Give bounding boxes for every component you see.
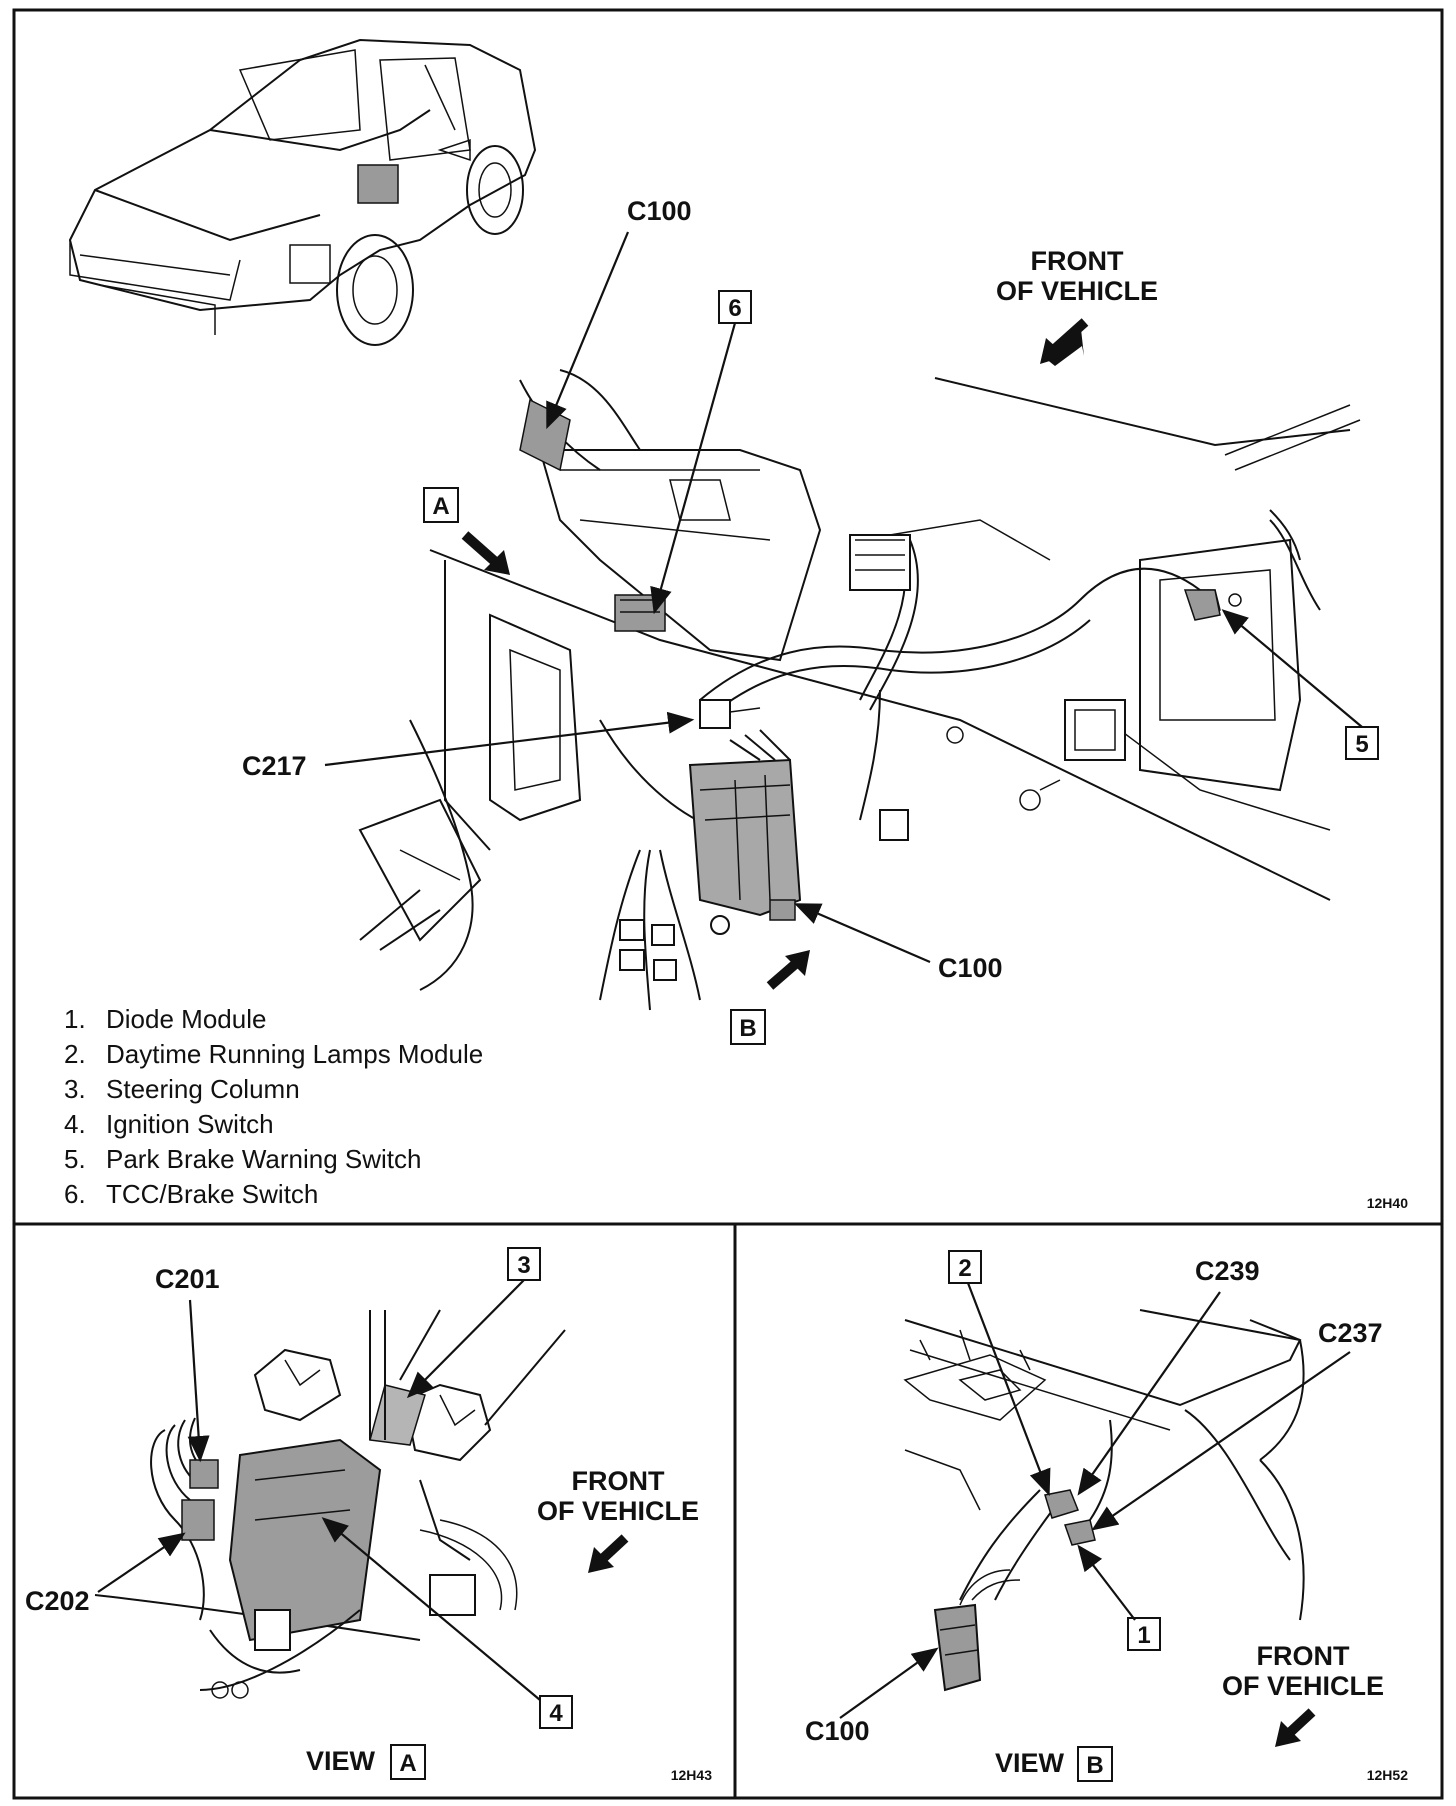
wiring-harness — [599, 534, 1221, 1011]
view-a-figure-code: 12H43 — [671, 1767, 712, 1783]
callout-4-leader — [321, 1517, 541, 1701]
callout-2: 2 — [948, 1250, 982, 1284]
callout-a: A — [423, 487, 459, 523]
c100-top-label: C100 — [627, 196, 692, 226]
callout-6: 6 — [718, 290, 752, 324]
legend: 1. Diode Module 2. Daytime Running Lamps… — [64, 1004, 483, 1209]
legend-num-5: 5. — [64, 1144, 86, 1174]
callout-1: 1 — [1127, 1617, 1161, 1651]
callout-3-leader — [406, 1279, 525, 1399]
callout-5-number: 5 — [1355, 731, 1368, 758]
park-brake-switch — [1183, 589, 1242, 621]
arrow-down-left-icon — [1040, 318, 1089, 366]
callout-1-leader — [1077, 1544, 1136, 1621]
legend-item-3: Steering Column — [106, 1074, 300, 1104]
callout-2-number: 2 — [958, 1255, 971, 1282]
view-a-word: VIEW — [306, 1746, 376, 1776]
callout-3-number: 3 — [517, 1252, 530, 1279]
c100-bottom-label: C100 — [938, 953, 1003, 983]
arrow-down-right-icon — [461, 531, 510, 575]
callout-5: 5 — [1345, 726, 1379, 760]
c100-bottom-leader — [793, 903, 931, 964]
callout-6-number: 6 — [728, 295, 741, 322]
c201-leader — [187, 1299, 210, 1463]
callout-b-letter: B — [739, 1015, 756, 1042]
callout-a-letter: A — [432, 493, 449, 520]
view-b-illustration — [903, 1309, 1305, 1692]
main-figure-code: 12H40 — [1367, 1195, 1408, 1211]
outer-frame — [12, 8, 1444, 1800]
vehicle-illustration — [68, 38, 537, 346]
dashboard-structure — [358, 369, 1361, 991]
c239-leader — [1077, 1291, 1221, 1496]
diode-module — [688, 729, 802, 935]
callout-4: 4 — [539, 1695, 573, 1729]
legend-num-6: 6. — [64, 1179, 86, 1209]
legend-num-4: 4. — [64, 1109, 86, 1139]
view-b-letter-box: B — [1077, 1746, 1113, 1782]
legend-item-5: Park Brake Warning Switch — [106, 1144, 421, 1174]
c217-leader — [324, 711, 695, 767]
c201-label: C201 — [155, 1264, 220, 1294]
view-a-letter-box: A — [390, 1744, 426, 1780]
callout-b: B — [730, 1009, 766, 1045]
callout-1-number: 1 — [1137, 1622, 1150, 1649]
callout-4-number: 4 — [549, 1700, 563, 1727]
c100-top-leader — [546, 231, 630, 430]
callout-5-leader — [1221, 609, 1363, 728]
arrow-down-left-icon — [588, 1534, 629, 1573]
view-a-illustration — [94, 1309, 566, 1699]
front-of-vehicle-main-line1: FRONT — [1031, 246, 1124, 276]
view-b-figure-code: 12H52 — [1367, 1767, 1408, 1783]
front-of-vehicle-main-line2: OF VEHICLE — [996, 276, 1158, 306]
c217-connector — [699, 699, 761, 729]
front-of-vehicle-a-line1: FRONT — [572, 1466, 665, 1496]
legend-item-2: Daytime Running Lamps Module — [106, 1039, 483, 1069]
view-a-letter: A — [399, 1750, 416, 1777]
legend-item-4: Ignition Switch — [106, 1109, 274, 1139]
front-of-vehicle-a-line2: OF VEHICLE — [537, 1496, 699, 1526]
legend-num-2: 2. — [64, 1039, 86, 1069]
callout-2-leader — [966, 1282, 1051, 1497]
c202-label: C202 — [25, 1586, 90, 1616]
legend-item-6: TCC/Brake Switch — [106, 1179, 318, 1209]
c217-label: C217 — [242, 751, 307, 781]
c239-label: C239 — [1195, 1256, 1260, 1286]
legend-num-3: 3. — [64, 1074, 86, 1104]
c100-view-b-leader — [839, 1647, 939, 1719]
legend-item-1: Diode Module — [106, 1004, 266, 1034]
front-of-vehicle-b-line1: FRONT — [1257, 1641, 1350, 1671]
c237-label: C237 — [1318, 1318, 1383, 1348]
arrow-down-left-icon — [1275, 1708, 1316, 1747]
c202-leader — [97, 1532, 186, 1593]
callout-3: 3 — [507, 1247, 541, 1281]
legend-num-1: 1. — [64, 1004, 86, 1034]
arrow-up-right-icon — [766, 950, 810, 990]
callout-6-leader — [650, 322, 737, 615]
view-b-letter: B — [1086, 1752, 1103, 1779]
view-b-word: VIEW — [995, 1748, 1065, 1778]
c237-leader — [1091, 1351, 1351, 1531]
c100-view-b-label: C100 — [805, 1716, 870, 1746]
front-of-vehicle-b-line2: OF VEHICLE — [1222, 1671, 1384, 1701]
